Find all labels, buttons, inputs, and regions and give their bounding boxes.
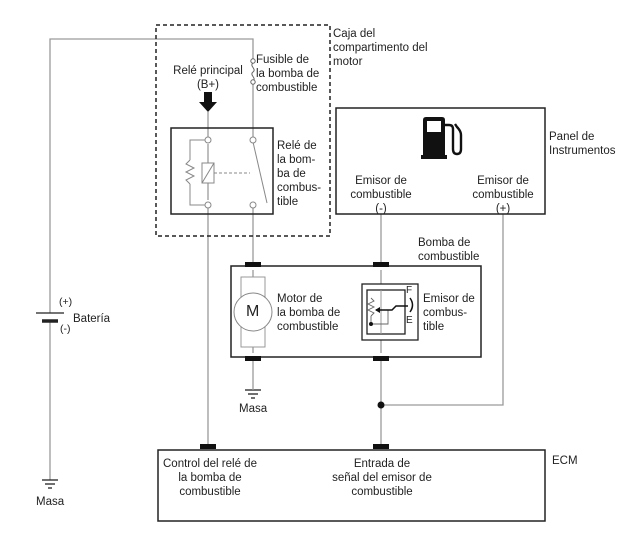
ecm-label: ECM <box>552 455 578 467</box>
ground-pump-label: Masa <box>239 403 268 415</box>
battery-icon <box>36 312 64 323</box>
sender-pos-label: Emisor de combustible (+) <box>472 175 534 215</box>
junction-dot <box>377 401 385 409</box>
main-relay-label: Relé principal (B+) <box>173 65 243 91</box>
pump-relay-box <box>170 127 274 215</box>
fuse-icon <box>250 58 256 85</box>
engine-box-label: Caja del compartimento del motor <box>333 28 428 68</box>
fuel-pump-label: Bomba de combustible <box>418 237 480 263</box>
main-relay-arrow-icon <box>199 92 217 112</box>
fuel-sender-icon <box>361 283 419 341</box>
battery-label: Batería <box>73 313 111 325</box>
sender-neg-label: Emisor de combustible (-) <box>350 175 412 215</box>
engine-compartment-box <box>155 24 331 237</box>
motor-symbol: M <box>246 303 260 320</box>
fuse-label: Fusible de la bomba de combustible <box>256 54 320 94</box>
motor-label: Motor de la bomba de combustible <box>277 293 341 333</box>
instrument-panel-label: Panel de Instrumentos <box>549 131 616 157</box>
pump-relay-label: Relé de la bom- ba de combus- tible <box>277 140 322 208</box>
sender-empty-mark: E <box>406 315 413 326</box>
ecm-box <box>157 449 546 522</box>
fuel-pump-icon <box>421 117 463 159</box>
instrument-panel-box <box>335 107 546 215</box>
relay-coil-icon <box>184 136 268 209</box>
fuel-pump-box <box>230 265 482 358</box>
ground-icon-pump <box>245 389 261 399</box>
connectors <box>200 262 389 449</box>
pump-sender-label: Emisor de combus- tible <box>423 293 475 333</box>
sender-full-mark: F <box>406 285 413 296</box>
wire-battery-to-fuse <box>49 38 254 313</box>
ground-battery-label: Masa <box>36 496 65 508</box>
battery-neg-label: (-) <box>60 323 71 335</box>
ground-icon-battery <box>42 479 58 489</box>
battery-pos-label: (+) <box>59 296 73 308</box>
ecm-pin-sender-input: Entrada de señal del emisor de combustib… <box>332 458 432 498</box>
ecm-pin-relay-control: Control del relé de la bomba de combusti… <box>163 458 257 498</box>
motor-icon <box>233 276 273 348</box>
wire-sender-pos <box>381 214 504 406</box>
